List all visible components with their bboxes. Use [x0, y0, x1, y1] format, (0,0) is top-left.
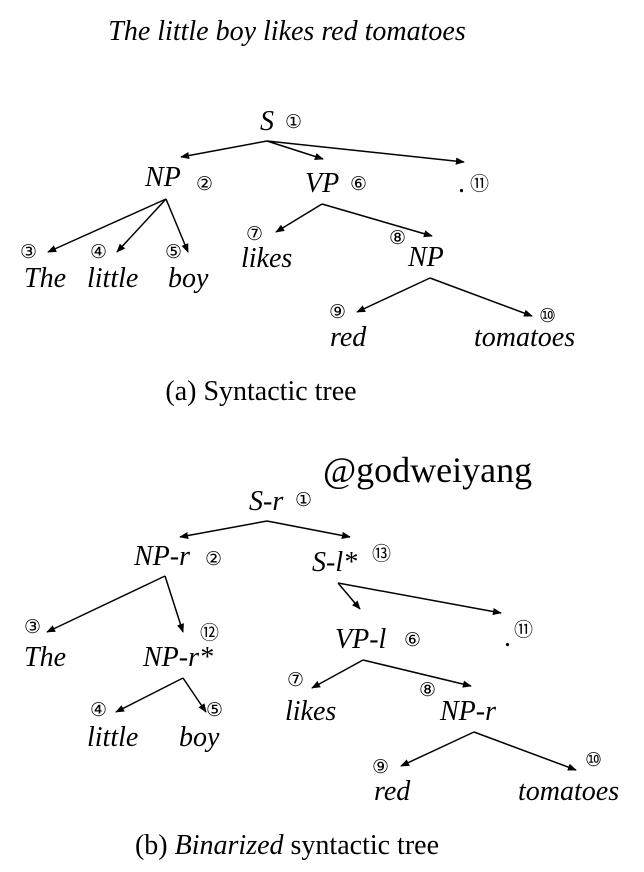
tree-a: S ① NP ② VP ⑥ . ⑪ ③ The ④ little ⑤ boy ⑦…: [20, 106, 575, 407]
node-np2-number: ⑧: [389, 227, 406, 249]
node-red-number: ⑨: [329, 301, 346, 323]
node-likes-number-b: ⑦: [287, 669, 304, 691]
node-sls-number: ⑬: [372, 543, 391, 565]
node-likes-number: ⑦: [246, 223, 263, 245]
caption-b: (b) Binarized syntactic tree: [135, 830, 439, 861]
node-red-b: red: [374, 776, 411, 807]
caption-a: (a) Syntactic tree: [165, 376, 356, 407]
edge-np-the: [47, 198, 167, 253]
caption-b-emphasis: Binarized: [175, 830, 285, 861]
edge-vpl-npr2: [362, 659, 472, 688]
node-period: .: [458, 168, 465, 199]
node-sr-number: ①: [295, 489, 312, 511]
node-the-number: ③: [20, 241, 37, 263]
node-boy: boy: [168, 263, 209, 294]
node-npr2-number: ⑧: [419, 679, 436, 701]
edge-np-red: [356, 277, 431, 313]
edge-sls-vpl: [337, 582, 361, 610]
edge-npr2-red: [400, 731, 475, 767]
node-the-b: The: [24, 642, 66, 673]
node-vp-number: ⑥: [350, 173, 367, 195]
edge-s-period: [266, 140, 465, 165]
node-npr-number: ②: [205, 548, 222, 570]
edge-np-tomatoes: [429, 277, 533, 317]
node-little-number-b: ④: [90, 699, 107, 721]
node-period-b: .: [504, 622, 511, 653]
node-likes: likes: [241, 243, 292, 274]
node-s: S: [260, 106, 274, 137]
node-little-number: ④: [90, 241, 107, 263]
node-vpl: VP-l: [335, 624, 387, 655]
node-red: red: [330, 322, 367, 353]
edge-npr-nprs: [164, 575, 184, 633]
node-red-number-b: ⑨: [372, 756, 389, 778]
node-tomatoes-number: ⑩: [539, 305, 556, 327]
node-npr: NP-r: [133, 541, 190, 572]
node-np2: NP: [407, 242, 444, 273]
node-np: NP: [144, 162, 181, 193]
edge-np-little: [116, 198, 167, 253]
node-vp: VP: [305, 168, 339, 199]
node-nprs-number: ⑫: [200, 622, 219, 644]
caption-b-prefix: (b): [135, 830, 175, 861]
sentence-title: The little boy likes red tomatoes: [108, 16, 466, 47]
edge-npr-the: [46, 575, 166, 633]
edge-npr2-tomatoes: [473, 731, 577, 771]
node-sr: S-r: [249, 486, 283, 517]
edge-s-np: [180, 140, 268, 160]
watermark: @godweiyang: [323, 450, 532, 490]
node-tomatoes-number-b: ⑩: [585, 749, 602, 771]
caption-b-suffix: syntactic tree: [284, 830, 439, 861]
edge-vp-likes: [275, 203, 323, 233]
edge-vp-np: [321, 203, 433, 238]
tree-b: S-r ① NP-r ② S-l* ⑬ ③ The ⑫ NP-r* VP-l ⑥…: [24, 486, 619, 861]
node-np-number: ②: [196, 173, 213, 195]
node-the-number-b: ③: [24, 616, 41, 638]
edge-vpl-likes: [311, 659, 364, 689]
tree-a-edges: [47, 140, 533, 317]
edge-np-boy: [165, 198, 189, 253]
node-boy-number: ⑤: [165, 241, 182, 263]
node-likes-b: likes: [285, 696, 336, 727]
node-the: The: [24, 263, 66, 294]
tree-b-edges: [46, 520, 577, 771]
node-s-number: ①: [285, 111, 302, 133]
node-boy-number-b: ⑤: [206, 699, 223, 721]
node-sls: S-l*: [312, 547, 357, 578]
edge-sr-npr: [179, 520, 268, 540]
node-vpl-number: ⑥: [404, 629, 421, 651]
edge-nprs-little: [115, 677, 184, 713]
node-boy-b: boy: [179, 722, 220, 753]
node-nprs: NP-r*: [142, 642, 213, 673]
node-period-number-b: ⑪: [514, 619, 533, 641]
node-npr2: NP-r: [439, 696, 496, 727]
edge-sls-period: [337, 582, 502, 616]
node-little-b: little: [87, 722, 138, 753]
edge-sr-sls: [266, 520, 351, 540]
node-little: little: [87, 263, 138, 294]
edge-nprs-boy: [182, 677, 207, 713]
node-period-number: ⑪: [470, 173, 489, 195]
edge-s-vp: [266, 140, 324, 160]
node-tomatoes-b: tomatoes: [518, 776, 619, 807]
node-tomatoes: tomatoes: [474, 322, 575, 353]
